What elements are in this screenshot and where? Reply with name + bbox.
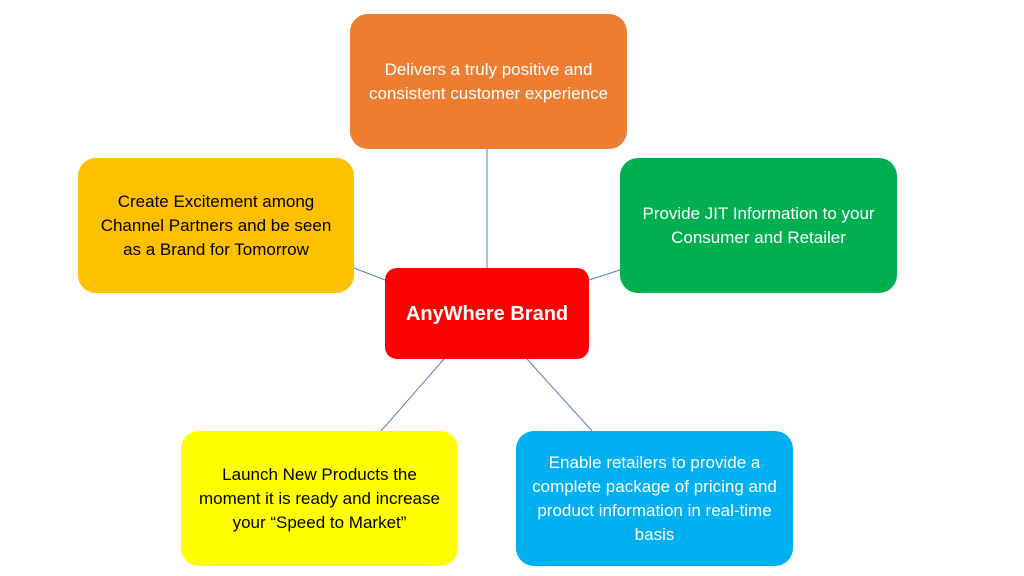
connector-left [353, 267, 386, 281]
node-jit-information-label: Provide JIT Information to your Consumer… [642, 203, 875, 247]
node-channel-partners-label: Create Excitement among Channel Partners… [100, 191, 332, 259]
node-customer-experience: Delivers a truly positive and consistent… [350, 14, 627, 149]
connector-right [588, 269, 621, 281]
node-channel-partners: Create Excitement among Channel Partners… [78, 158, 354, 293]
connector-bottom-left [380, 358, 445, 432]
node-jit-information: Provide JIT Information to your Consumer… [620, 158, 897, 293]
node-enable-retailers-label: Enable retailers to provide a complete p… [532, 452, 777, 544]
node-launch-products-label: Launch New Products the moment it is rea… [199, 464, 440, 532]
center-node-anywhere-brand: AnyWhere Brand [385, 268, 589, 359]
node-customer-experience-label: Delivers a truly positive and consistent… [368, 59, 609, 103]
node-launch-products: Launch New Products the moment it is rea… [181, 431, 458, 566]
node-enable-retailers: Enable retailers to provide a complete p… [516, 431, 793, 566]
connector-bottom-right [526, 358, 593, 432]
center-node-label: AnyWhere Brand [405, 302, 569, 325]
